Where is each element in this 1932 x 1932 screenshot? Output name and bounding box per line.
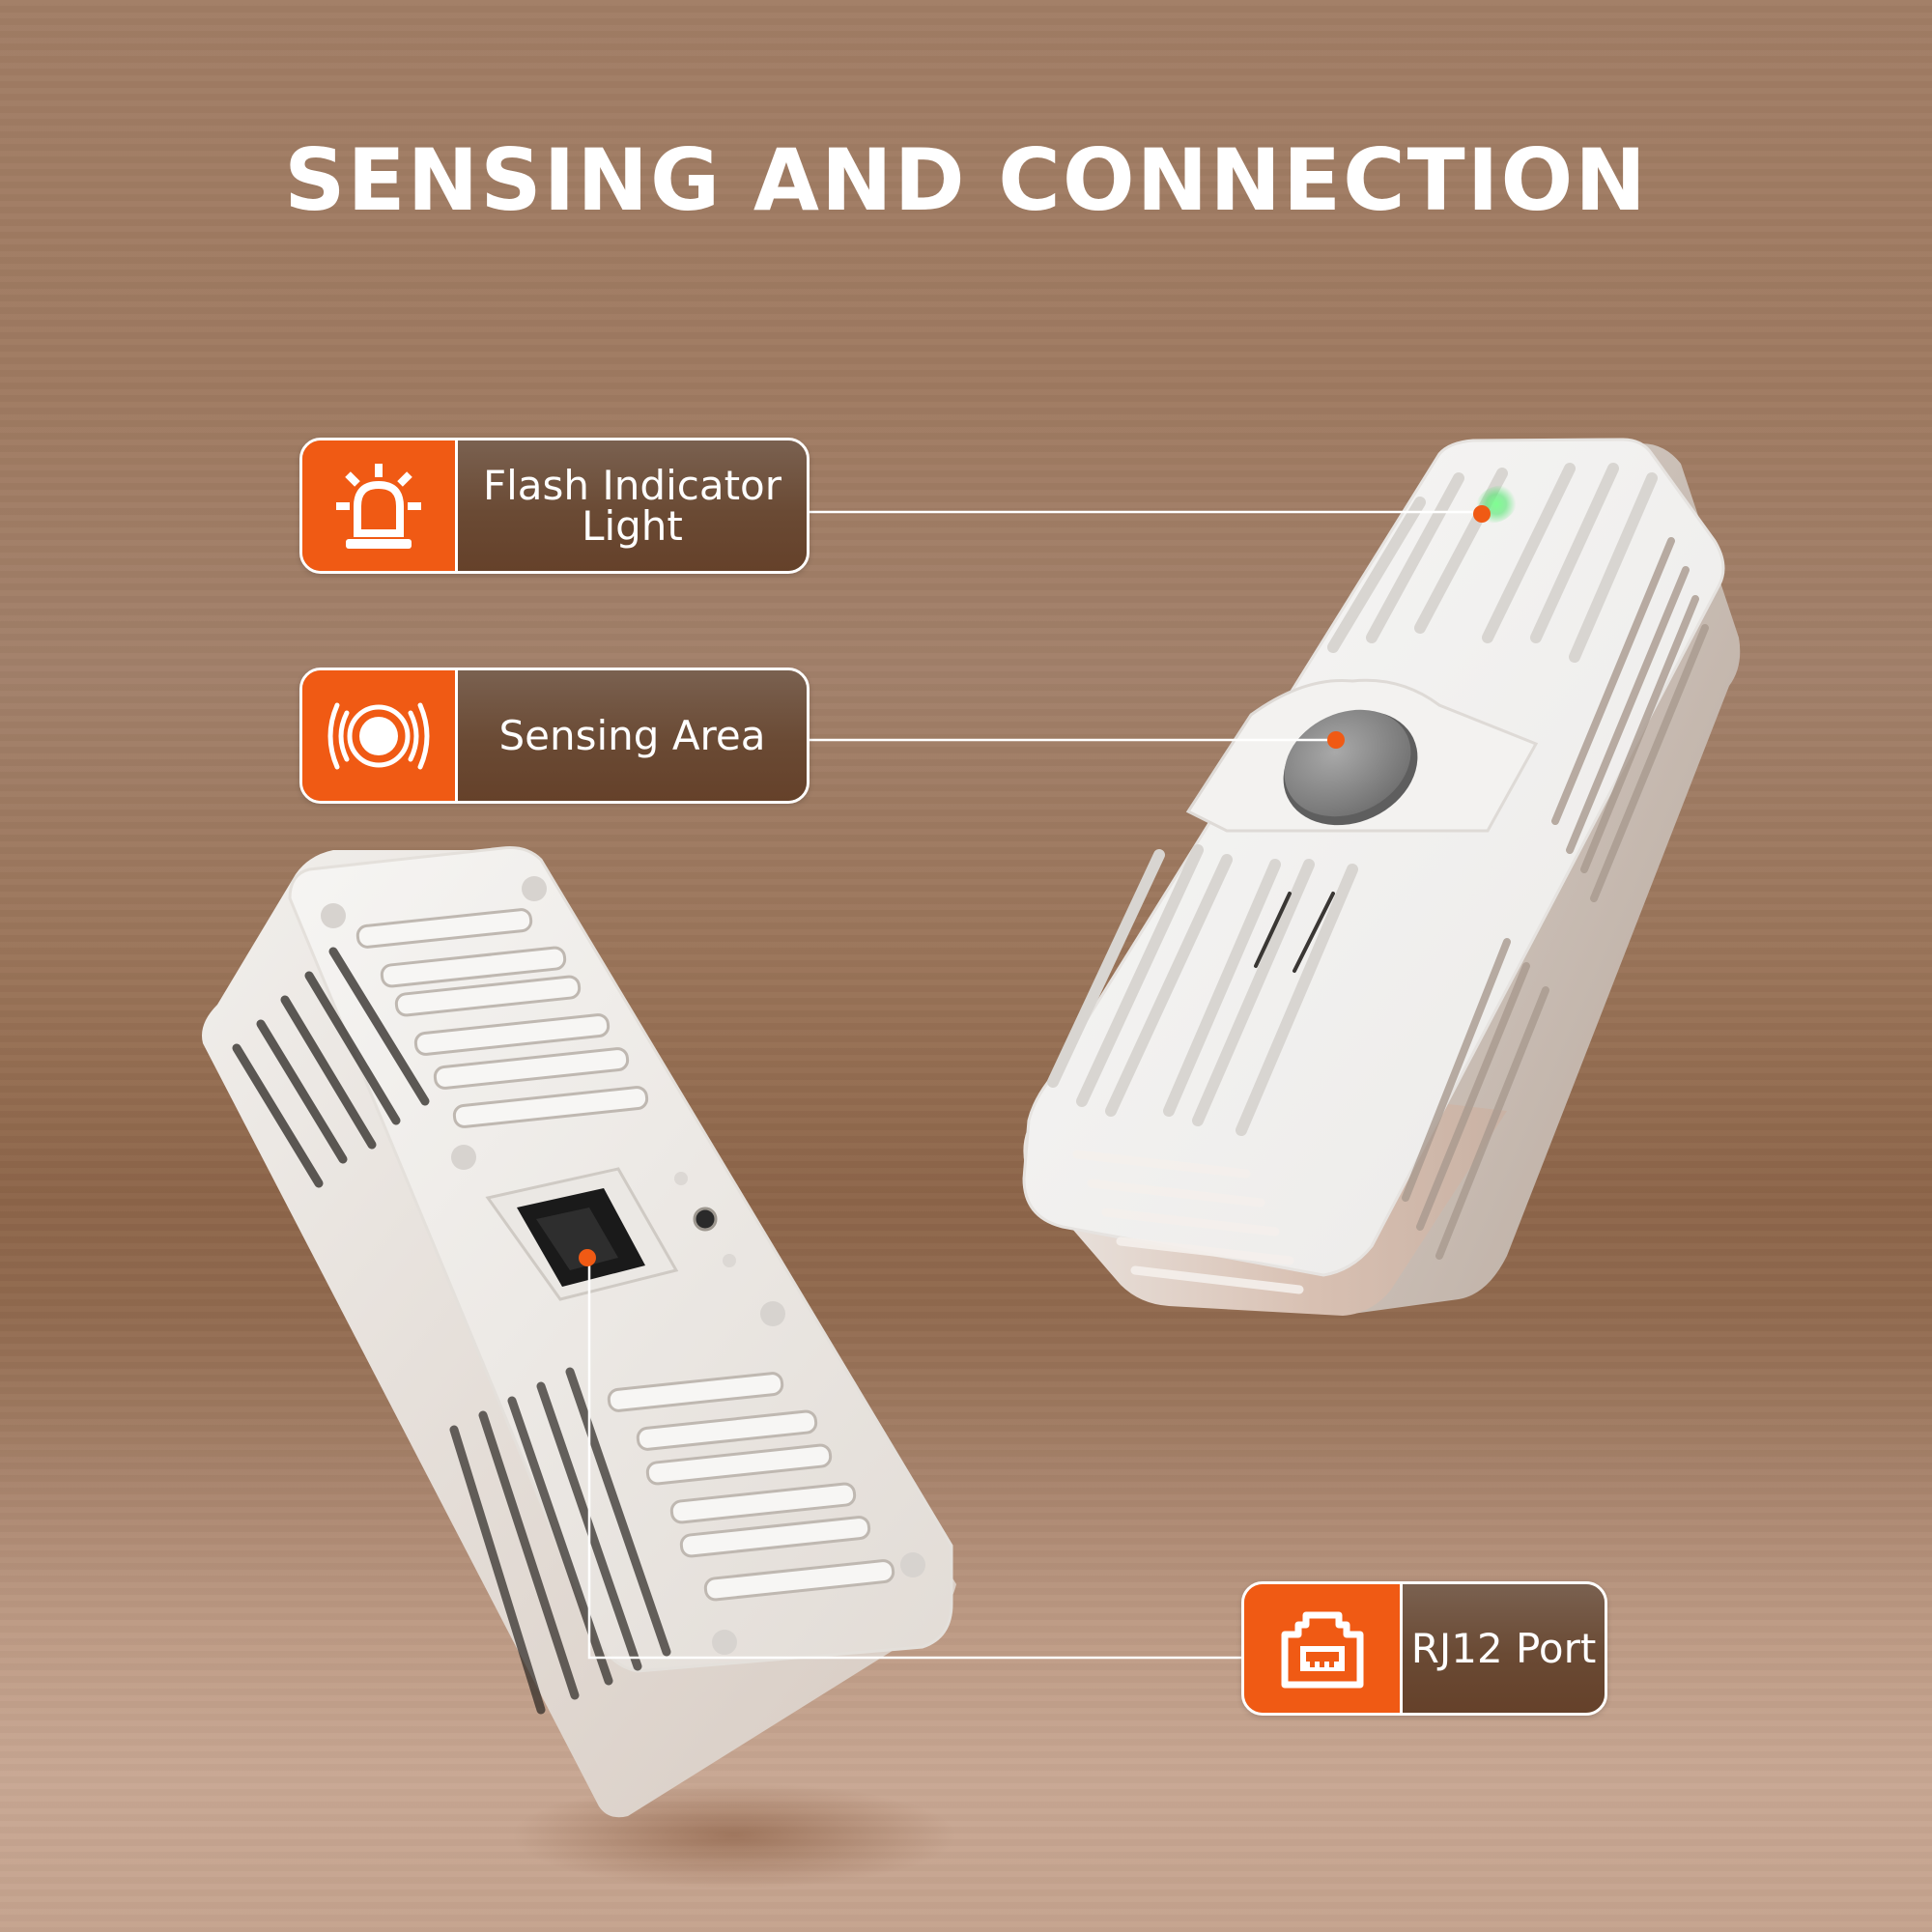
callout-label-box: Sensing Area: [458, 670, 807, 801]
callout-icon-box: [1244, 1584, 1403, 1713]
rj12-port-marker: [579, 1249, 596, 1266]
callout-rj12-port: RJ12 Port: [1241, 1581, 1607, 1716]
callout-icon-box: [302, 670, 458, 801]
callout-label: Sensing Area: [498, 711, 766, 759]
callout-label-box: Flash Indicator Light: [458, 440, 807, 571]
alarm-light-icon: [336, 463, 421, 549]
leader-lines: [587, 510, 1482, 1660]
device-back-view: [202, 846, 956, 1818]
callout-label: RJ12 Port: [1410, 1624, 1597, 1672]
rj12-port-icon: [1281, 1611, 1363, 1688]
callout-flash-indicator: Flash Indicator Light: [299, 438, 810, 574]
sensor-waves-icon: [327, 702, 430, 769]
flash-indicator-marker: [1473, 505, 1491, 523]
device-front-view: [1022, 438, 1741, 1316]
sensing-area-marker: [1327, 731, 1345, 749]
page-title: SENSING AND CONNECTION: [284, 130, 1648, 230]
callout-label: Flash Indicator Light: [482, 461, 781, 550]
callout-label-box: RJ12 Port: [1403, 1584, 1605, 1713]
callout-icon-box: [302, 440, 458, 571]
callout-sensing-area: Sensing Area: [299, 668, 810, 804]
